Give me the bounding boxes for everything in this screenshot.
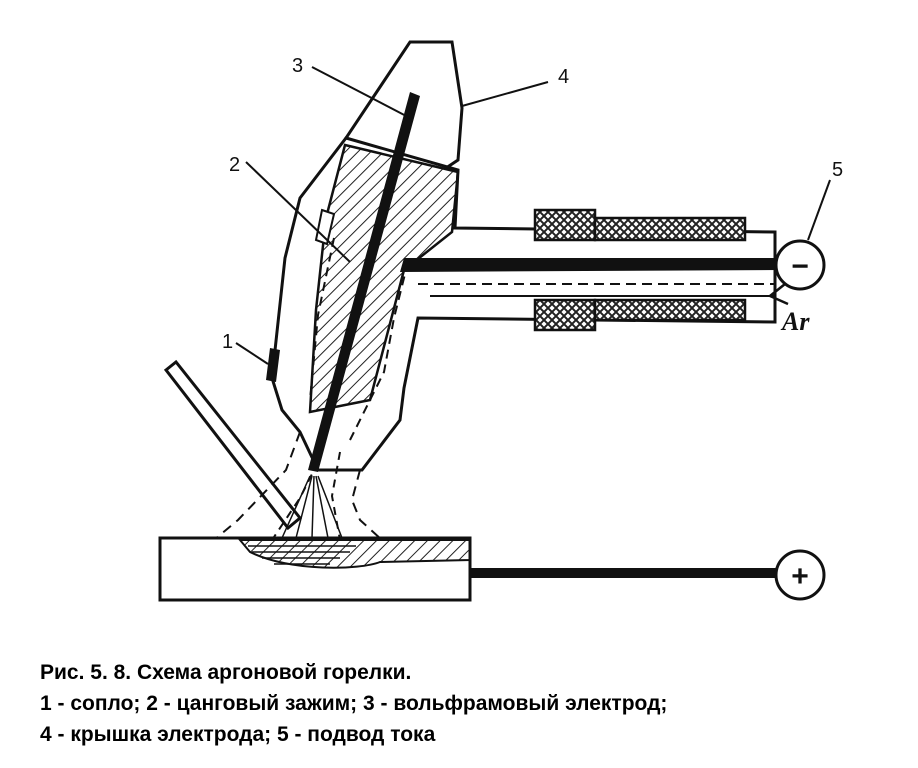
label-current: 5 [832, 159, 843, 181]
welding-arc [281, 475, 343, 539]
label-cap: 4 [558, 66, 569, 88]
tungsten-electrode [308, 92, 420, 472]
positive-terminal [774, 549, 826, 601]
negative-sign: − [791, 250, 809, 283]
hose-fitting-front-bottom [533, 298, 597, 332]
negative-terminal [774, 239, 826, 291]
gas-flow-inner-left [271, 461, 319, 541]
positive-sign: + [791, 560, 809, 593]
leader-electrode [311, 66, 411, 119]
leader-collet [245, 161, 351, 263]
argon-label: Ar [780, 307, 810, 336]
gas-flow-right [350, 469, 383, 541]
leader-current [807, 179, 831, 241]
leader-nozzle [235, 342, 269, 365]
caption-legend-line-1: 1 - сопло; 2 - цанговый зажим; 3 - вольф… [40, 692, 668, 715]
current-conductor [400, 258, 780, 272]
hose-fitting-front [533, 208, 597, 242]
hose-fitting-back-bottom [593, 298, 747, 322]
nozzle-lip [266, 348, 280, 382]
weld-pool-liquid [248, 545, 356, 565]
filler-rod [163, 359, 303, 531]
hose-fitting-back [593, 216, 747, 242]
leader-cap [461, 81, 549, 107]
caption-title: Рис. 5. 8. Схема аргоновой горелки. [40, 661, 412, 684]
weld-pool [237, 539, 471, 569]
argon-inlet-arrow [767, 279, 791, 306]
label-collet: 2 [229, 154, 240, 176]
figure-caption: Рис. 5. 8. Схема аргоновой горелки. 1 - … [40, 657, 900, 750]
caption-legend-line-2: 4 - крышка электрода; 5 - подвод тока [40, 723, 436, 746]
ground-cable [470, 568, 780, 578]
label-nozzle: 1 [222, 331, 233, 353]
argon-torch-diagram: − + Ar 1 2 3 4 5 [158, 40, 843, 602]
gas-flow-left [213, 431, 301, 541]
label-electrode: 3 [292, 55, 303, 77]
gas-channel-outer [349, 261, 409, 441]
gas-channel-inner [309, 237, 335, 401]
